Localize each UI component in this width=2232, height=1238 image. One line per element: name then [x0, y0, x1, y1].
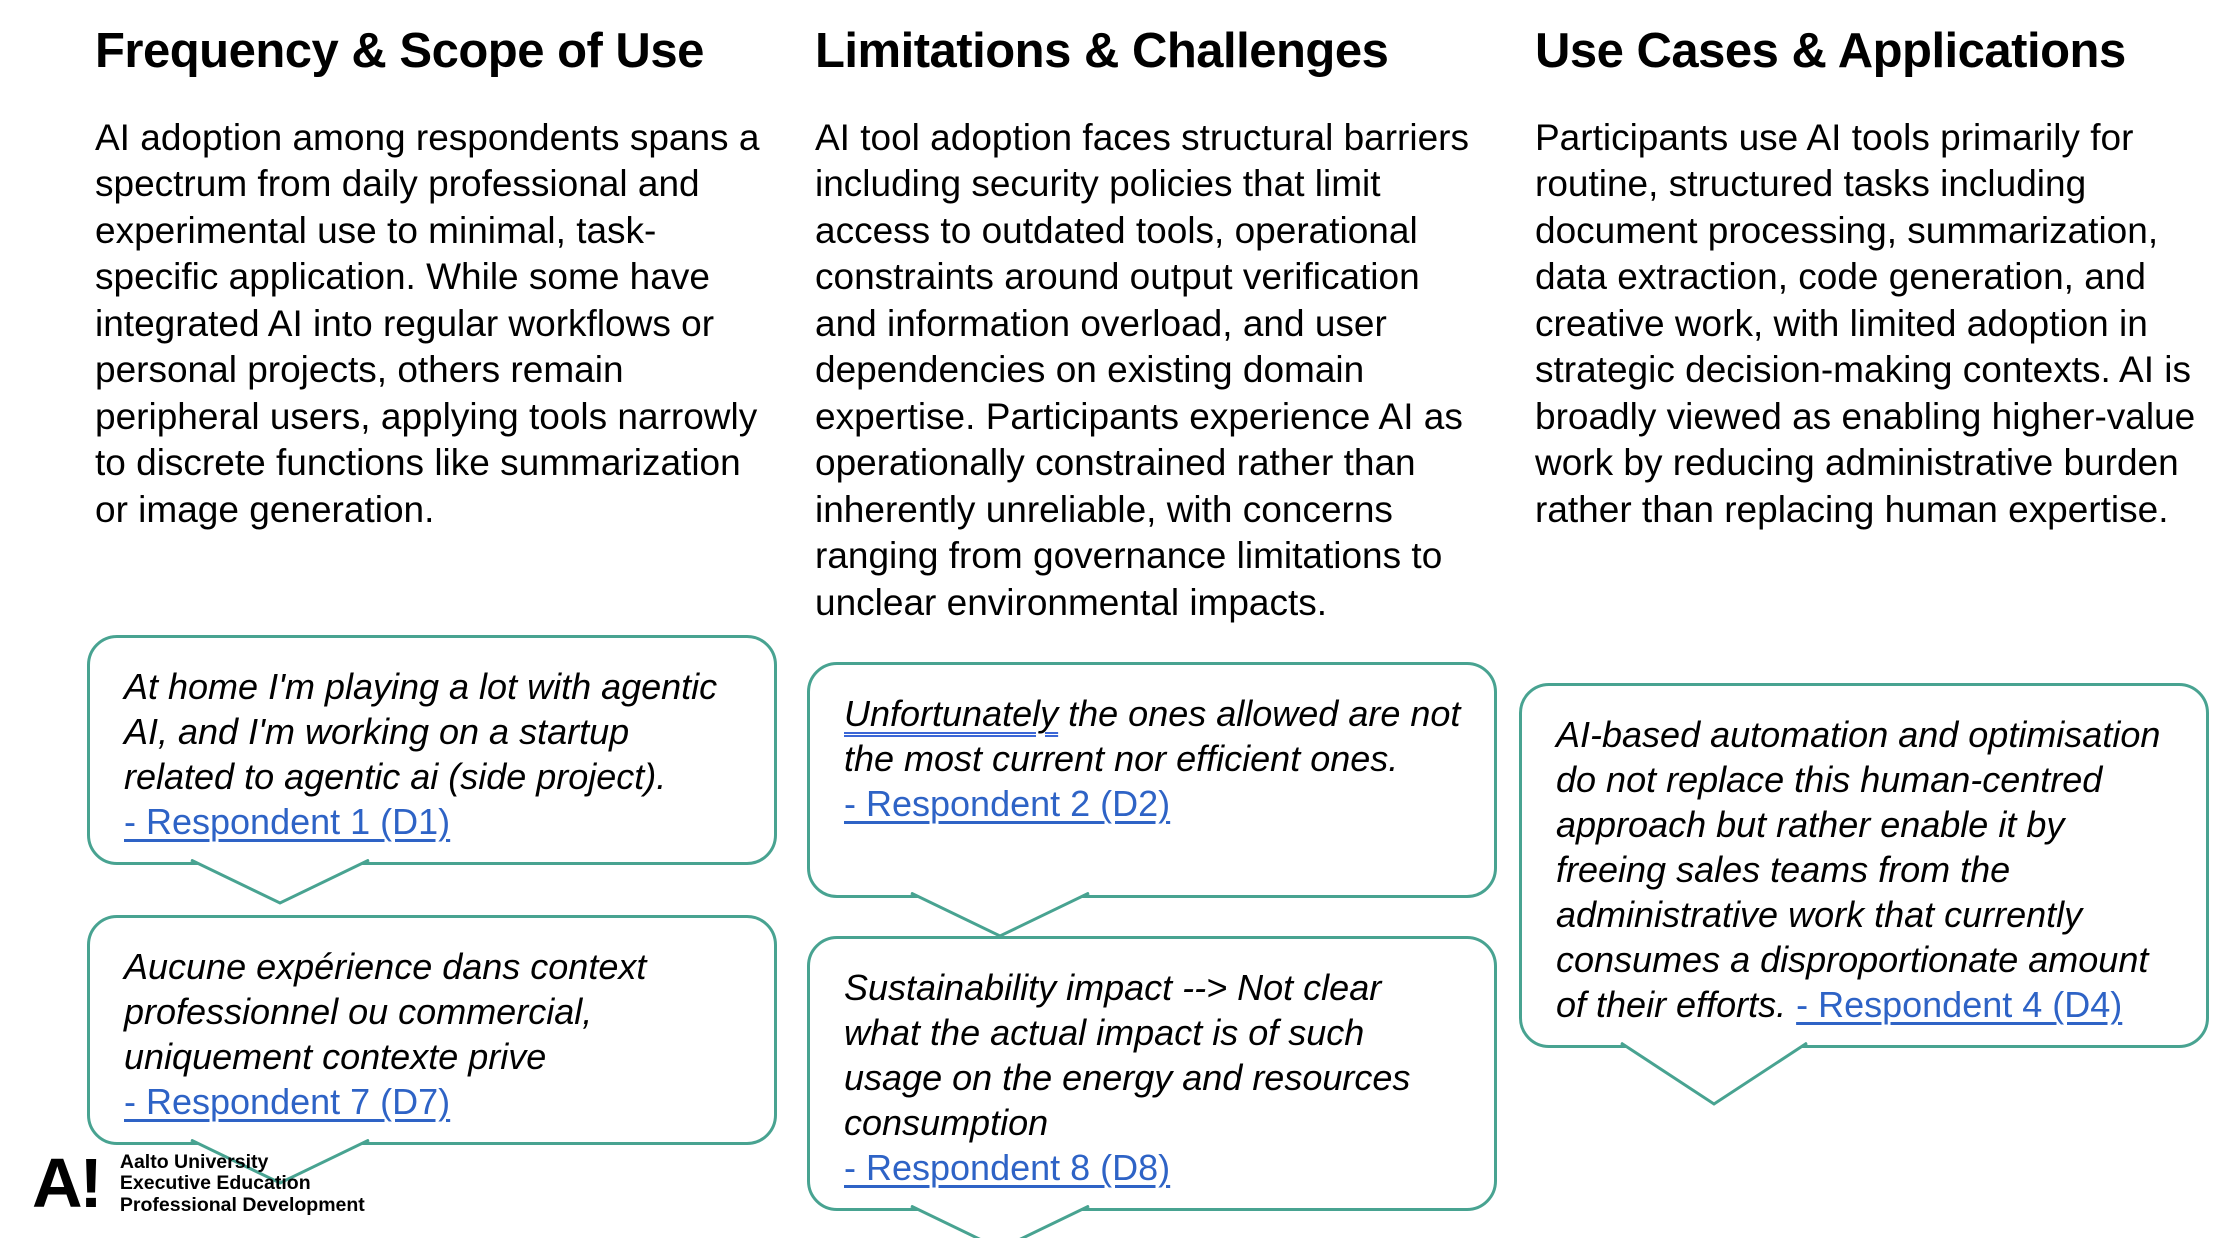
speech-bubble-tail: [190, 859, 370, 906]
column-body-text: Participants use AI tools primarily for …: [1535, 116, 2196, 530]
speech-bubble-tail: [1620, 1042, 1808, 1107]
quote-text-span: AI-based automation and optimisation do …: [1556, 714, 2161, 1026]
quote-text: AI-based automation and optimisation do …: [1556, 712, 2174, 1027]
aalto-logo: A! Aalto University Executive Education …: [32, 1144, 365, 1222]
aalto-logo-mark: A!: [32, 1144, 103, 1222]
quote-bubble: At home I'm playing a lot with agentic A…: [87, 635, 777, 906]
aalto-logo-text: Aalto University Executive Education Pro…: [119, 1150, 365, 1217]
quote-text: Sustainability impact --> Not clear what…: [844, 965, 1462, 1190]
logo-line-executive-education: Executive Education: [119, 1172, 311, 1194]
quote-text-span: At home I'm playing a lot with agentic A…: [124, 666, 718, 798]
quote-text: At home I'm playing a lot with agentic A…: [124, 664, 742, 844]
quote-text-span: Aucune expérience dans context professio…: [124, 946, 647, 1078]
quote-text-span: the ones allowed are not the most curren…: [844, 693, 1461, 780]
column-limitations-challenges: Limitations & Challenges AI tool adoptio…: [807, 24, 1497, 1238]
column-heading: Frequency & Scope of Use: [95, 24, 704, 78]
logo-line-professional-development: Professional Development: [119, 1193, 365, 1216]
quote-text: Unfortunately the ones allowed are not t…: [844, 691, 1462, 826]
quote-text: Aucune expérience dans context professio…: [124, 944, 742, 1124]
quote-text-span: Sustainability impact --> Not clear what…: [844, 967, 1411, 1144]
speech-bubble-tail: [910, 1205, 1090, 1238]
column-heading: Use Cases & Applications: [1535, 24, 2126, 78]
respondent-link[interactable]: - Respondent 7 (D7): [124, 1081, 451, 1123]
quote-bubble: Unfortunately the ones allowed are not t…: [807, 662, 1497, 939]
respondent-link[interactable]: - Respondent 1 (D1): [124, 801, 451, 843]
underlined-word: Unfortunately: [844, 693, 1059, 735]
speech-bubble-tail: [910, 892, 1090, 939]
quote-bubble: AI-based automation and optimisation do …: [1519, 683, 2209, 1107]
column-body-text: AI adoption among respondents spans a sp…: [95, 116, 760, 530]
respondent-link[interactable]: - Respondent 4 (D4): [1796, 984, 2123, 1026]
column-body-text: AI tool adoption faces structural barrie…: [815, 116, 1469, 623]
respondent-link[interactable]: - Respondent 8 (D8): [844, 1147, 1171, 1189]
logo-line-university: Aalto University: [119, 1150, 269, 1173]
column-frequency-scope: Frequency & Scope of Use AI adoption amo…: [87, 24, 777, 1186]
column-heading: Limitations & Challenges: [815, 24, 1389, 78]
quote-bubble: Sustainability impact --> Not clear what…: [807, 936, 1497, 1238]
respondent-link[interactable]: - Respondent 2 (D2): [844, 783, 1171, 825]
column-use-cases-applications: Use Cases & Applications Participants us…: [1519, 24, 2215, 1107]
quote-bubble: Aucune expérience dans context professio…: [87, 915, 777, 1186]
